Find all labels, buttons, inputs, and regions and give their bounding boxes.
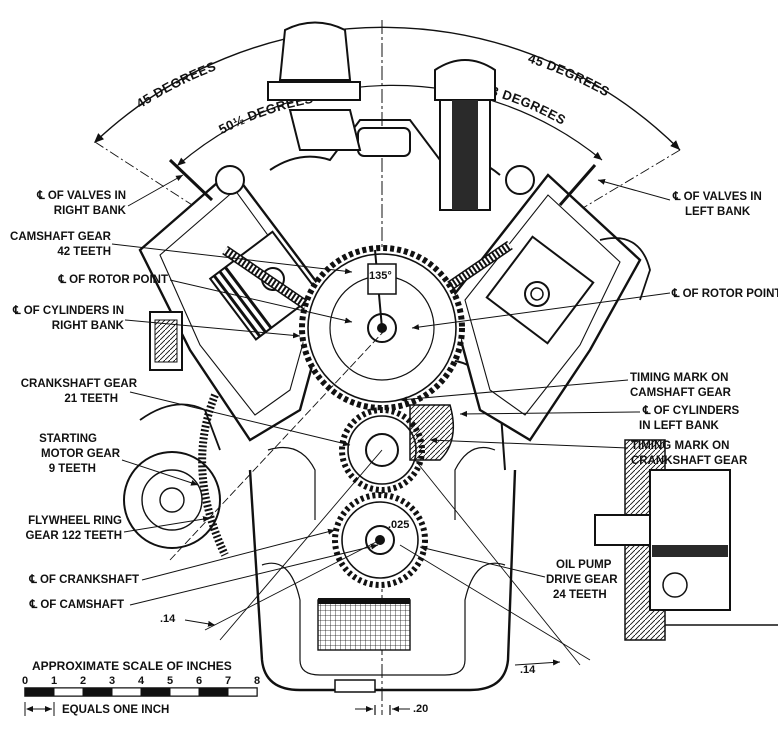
label-cylinders-right-bank-1: ℄ OF CYLINDERS IN (12, 304, 124, 317)
scale-segment (140, 687, 171, 697)
scale-segment (24, 687, 55, 697)
starting-motor (123, 403, 221, 549)
label-timing-crank-2: CRANKSHAFT GEAR (631, 455, 748, 467)
piston-left-bank (485, 235, 595, 345)
scale-tick-5: 5 (167, 675, 173, 687)
scale-tick-0: 0 (22, 675, 28, 687)
scale-tick-8: 8 (254, 675, 260, 687)
scale-tick-1: 1 (51, 675, 57, 687)
label-crankshaft-gear-1: CRANKSHAFT GEAR (21, 378, 138, 390)
label-cl-camshaft: ℄ OF CAMSHAFT (29, 598, 124, 611)
label-rotor-point-left: ℄ OF ROTOR POINT (58, 273, 168, 286)
scale-tick-6: 6 (196, 675, 202, 687)
dim-014-left: .14 (160, 613, 176, 625)
bellhousing-side-view (594, 439, 778, 641)
scale-tick-labels: 0 1 2 3 4 5 6 7 8 (22, 675, 260, 687)
label-starting-motor-3: 9 TEETH (49, 463, 96, 475)
label-oil-pump-1: OIL PUMP (556, 559, 612, 571)
label-starting-motor-1: STARTING (39, 433, 97, 445)
dim-014-right: .14 (520, 664, 536, 676)
label-camshaft-gear-2: 42 TEETH (57, 246, 111, 258)
scale-equals: EQUALS ONE INCH (62, 704, 169, 716)
scale-tick-7: 7 (225, 675, 231, 687)
oil-filler-cap (434, 59, 496, 101)
scale-tick-4: 4 (138, 675, 145, 687)
drain-plug (334, 679, 376, 693)
label-flywheel-ring-2: GEAR 122 TEETH (26, 530, 123, 542)
label-timing-crank-1: TIMING MARK ON (631, 440, 729, 452)
scale-segment (169, 687, 200, 697)
engine-block (138, 21, 651, 693)
dim-025: .025 (388, 519, 409, 531)
fuel-pump (288, 109, 362, 151)
label-timing-cam-2: CAMSHAFT GEAR (630, 387, 732, 399)
scale-tick-2: 2 (80, 675, 86, 687)
dim-020: .20 (413, 703, 428, 715)
arc-label-left-45: 45 DEGREES (133, 58, 218, 111)
scale-segment (227, 687, 258, 697)
scale-bar: APPROXIMATE SCALE OF INCHES 0 1 2 3 4 5 6 7 8 EQ… (22, 659, 260, 716)
scale-segment (198, 687, 229, 697)
label-valves-left-bank-2: LEFT BANK (685, 206, 751, 218)
label-cl-crankshaft: ℄ OF CRANKSHAFT (28, 573, 139, 586)
callouts-left: ℄ OF VALVES IN RIGHT BANK CAMSHAFT GEAR … (10, 189, 168, 611)
label-starting-motor-2: MOTOR GEAR (41, 448, 121, 460)
center-angle: 135° (369, 270, 392, 282)
label-valves-left-bank-1: ℄ OF VALVES IN (672, 190, 762, 203)
dimension-lines (169, 329, 591, 715)
label-valves-right-bank-2: RIGHT BANK (54, 205, 127, 217)
scale-title: APPROXIMATE SCALE OF INCHES (32, 659, 232, 673)
label-cylinders-left-bank-1: ℄ OF CYLINDERS (642, 404, 740, 417)
scale-segment (111, 687, 142, 697)
callouts-right: ℄ OF VALVES IN LEFT BANK ℄ OF ROTOR POIN… (546, 190, 778, 601)
label-valves-right-bank-1: ℄ OF VALVES IN (36, 189, 126, 202)
oil-pump-screen (317, 599, 411, 651)
label-oil-pump-2: DRIVE GEAR (546, 574, 618, 586)
leader-lines (111, 174, 671, 606)
label-flywheel-ring-1: FLYWHEEL RING (28, 515, 122, 527)
label-cylinders-right-bank-2: RIGHT BANK (52, 320, 125, 332)
label-timing-cam-1: TIMING MARK ON (630, 372, 728, 384)
camshaft-gear: 135° (299, 245, 465, 411)
label-cylinders-left-bank-2: IN LEFT BANK (639, 420, 720, 432)
arc-label-right-45: 45 DEGREES (526, 51, 612, 100)
scale-segment (53, 687, 84, 697)
label-rotor-point-right: ℄ OF ROTOR POINT (671, 287, 778, 300)
label-oil-pump-3: 24 TEETH (553, 589, 607, 601)
scale-segment (82, 687, 113, 697)
label-camshaft-gear-1: CAMSHAFT GEAR (10, 231, 112, 243)
label-crankshaft-gear-2: 21 TEETH (64, 393, 118, 405)
scale-tick-3: 3 (109, 675, 115, 687)
